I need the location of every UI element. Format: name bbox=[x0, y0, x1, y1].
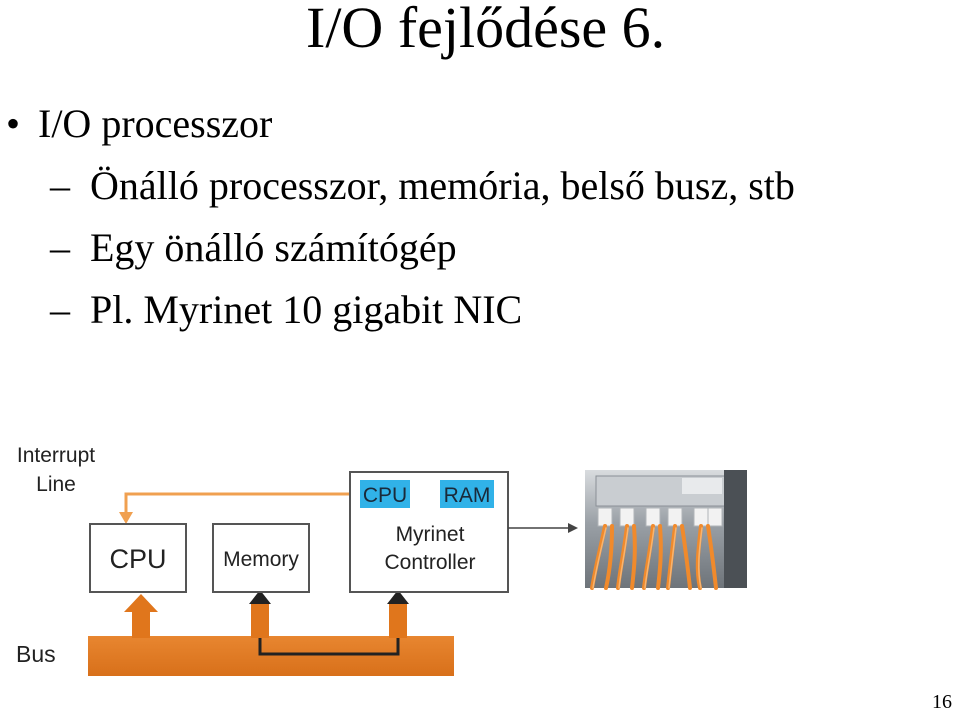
dash-marker: – bbox=[50, 225, 70, 270]
controller-label: Controller bbox=[384, 551, 475, 574]
controller-bus-connector bbox=[389, 604, 407, 638]
controller-ram-chip bbox=[440, 480, 494, 508]
dash-marker: – bbox=[50, 287, 70, 332]
controller-arrowhead bbox=[387, 590, 409, 604]
interrupt-line-label: Interrupt bbox=[17, 444, 95, 467]
page-number: 16 bbox=[932, 691, 952, 713]
cpu-bus-arrowhead bbox=[124, 594, 158, 612]
dash-marker: – bbox=[50, 163, 70, 208]
bullet-marker: • bbox=[6, 101, 21, 146]
sub-item-text: Egy önálló számítógép bbox=[90, 225, 457, 270]
interrupt-line bbox=[124, 492, 350, 516]
memory-label: Memory bbox=[223, 548, 299, 571]
interrupt-arrowhead bbox=[119, 512, 133, 524]
memory-box bbox=[212, 523, 310, 593]
controller-to-photo-arrowhead bbox=[568, 523, 578, 533]
myrinet-switch-photo bbox=[585, 470, 747, 590]
cpu-box bbox=[89, 523, 187, 593]
bullet-text: I/O processzor bbox=[38, 101, 273, 146]
bus-label: Bus bbox=[16, 641, 56, 667]
controller-cpu-label: CPU bbox=[363, 484, 407, 507]
interrupt-line-label: Line bbox=[36, 473, 76, 496]
sub-item-text: Önálló processzor, memória, belső busz, … bbox=[90, 163, 795, 208]
cpu-bus-connector bbox=[132, 612, 150, 638]
controller-label: Myrinet bbox=[396, 523, 465, 546]
controller-cpu-chip bbox=[360, 480, 410, 508]
slide-title: I/O fejlődése 6. bbox=[306, 0, 666, 60]
bus bbox=[88, 636, 454, 676]
sub-item-text: Pl. Myrinet 10 gigabit NIC bbox=[90, 287, 523, 332]
memory-arrowhead bbox=[249, 590, 271, 604]
cpu-label: CPU bbox=[109, 544, 166, 574]
memory-bus-connector bbox=[251, 604, 269, 638]
controller-ram-label: RAM bbox=[444, 484, 491, 507]
